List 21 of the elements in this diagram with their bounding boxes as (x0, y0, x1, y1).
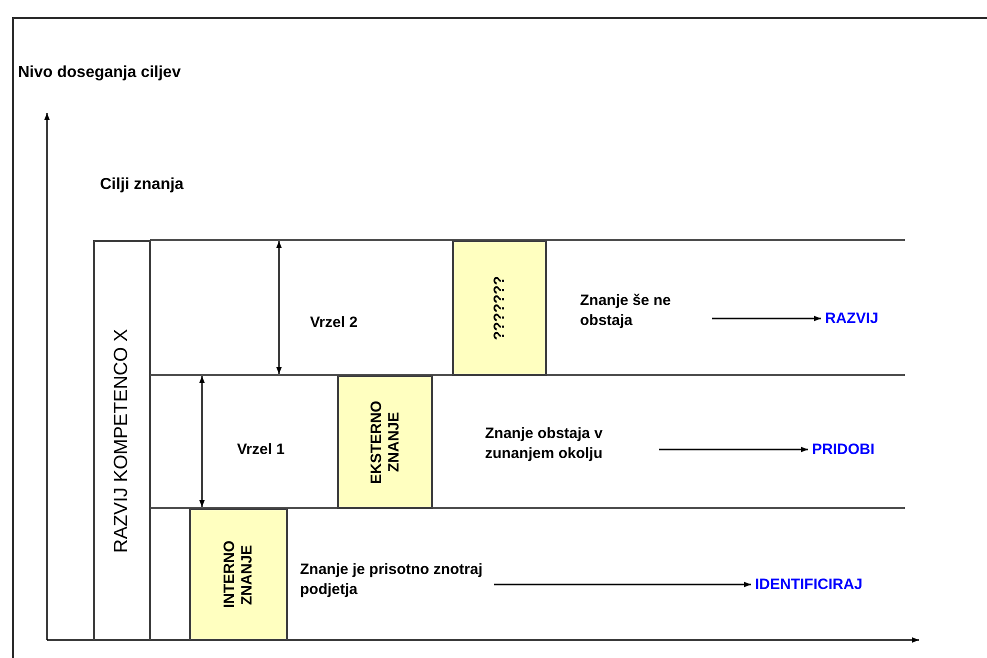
arrow (712, 316, 821, 322)
arrow (494, 582, 751, 588)
arrow (659, 446, 808, 452)
description-text: Znanje je prisotno znotraj podjetja (300, 560, 490, 600)
action-text: RAZVIJ (825, 310, 878, 327)
box-label: RAZVIJ KOMPETENCO X (111, 328, 133, 552)
box-label: EKSTERNO ZNANJE (368, 399, 402, 486)
knowledge-box (452, 240, 547, 376)
action-text: PRIDOBI (812, 441, 875, 458)
box-label: INTERNO ZNANJE (221, 540, 256, 610)
gap-label: Vrzel 2 (310, 314, 358, 331)
knowledge-box (337, 375, 433, 509)
competence-bar (93, 240, 151, 641)
knowledge-box (189, 508, 288, 641)
description-text: Znanje še ne obstaja (580, 291, 708, 332)
description-text: Znanje obstaja v zunanjem okolju (485, 424, 655, 464)
gap-label: Vrzel 1 (237, 441, 285, 458)
action-text: IDENTIFICIRAJ (755, 576, 863, 593)
axis-label: Cilji znanja (100, 176, 184, 194)
axis-label: Nivo doseganja ciljev (18, 64, 181, 82)
box-label: ??????? (490, 276, 508, 340)
